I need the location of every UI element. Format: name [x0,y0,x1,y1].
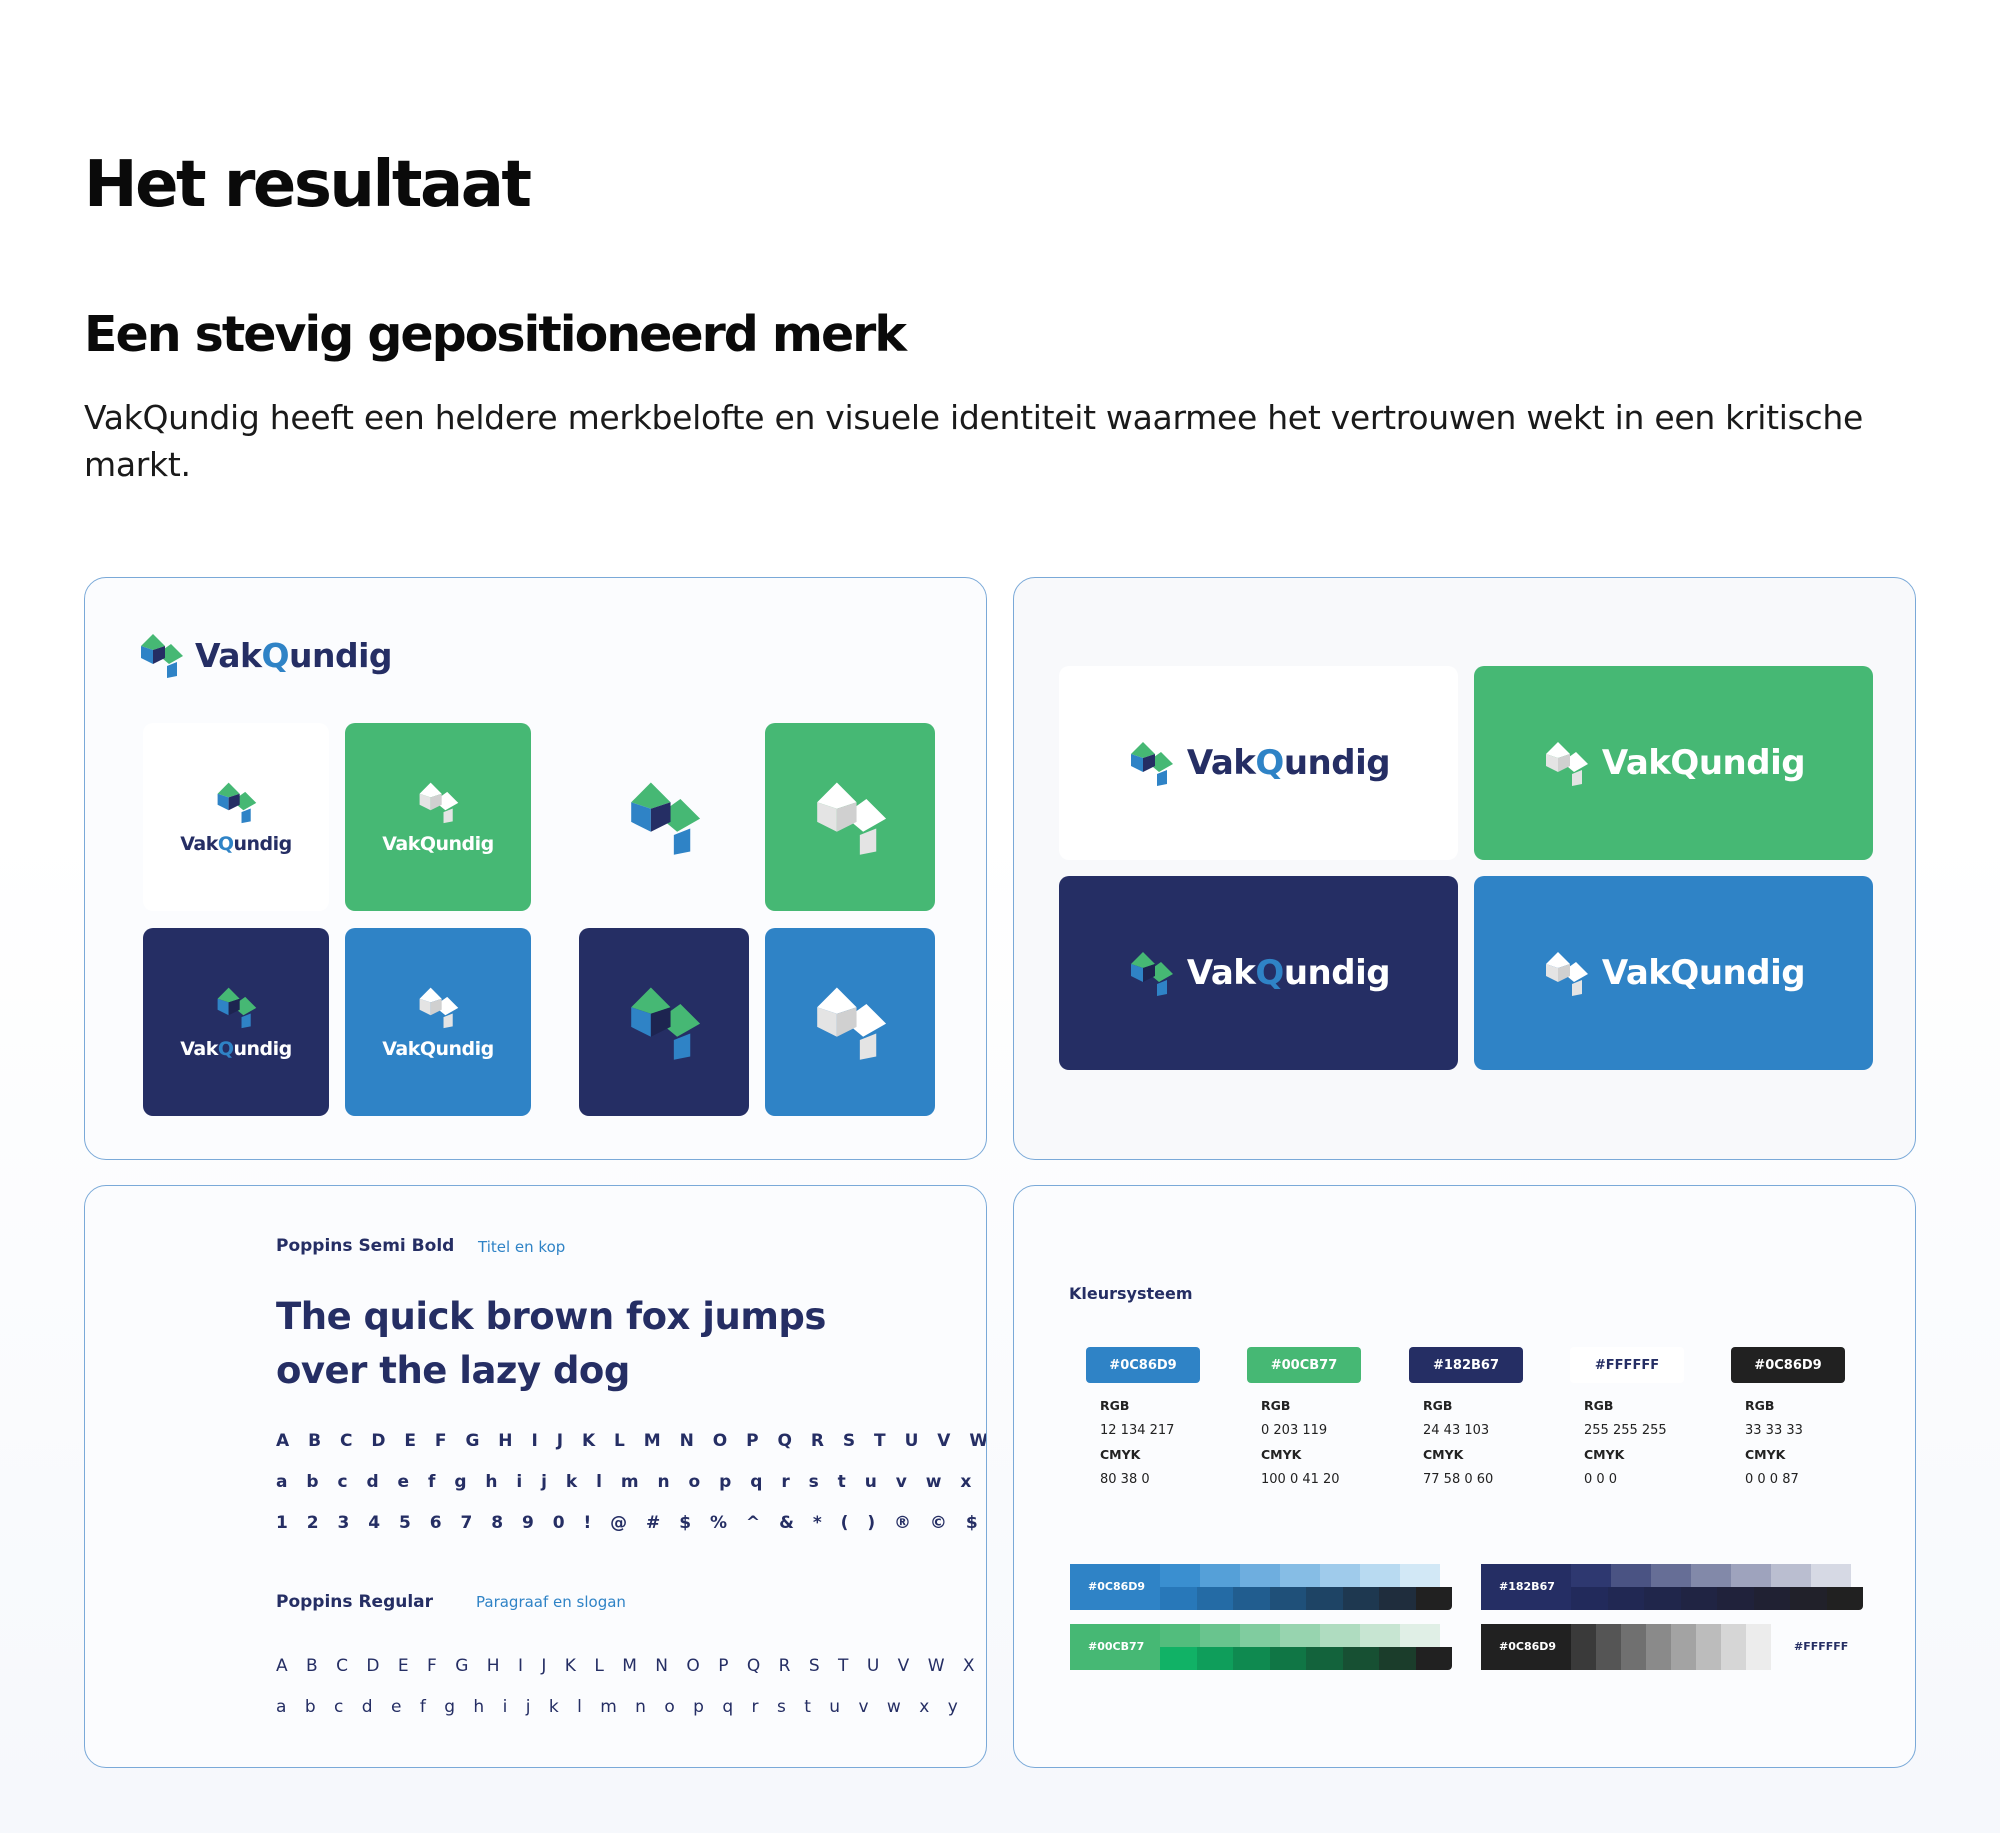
black-scale-label: #0C86D9 [1499,1640,1557,1653]
horizontal-logo-navy: VakQundig [1059,876,1458,1070]
logo-mark-icon [217,782,257,824]
blue-scale-label: #0C86D9 [1088,1580,1146,1593]
logo-mark-icon [1545,952,1588,996]
swatch-white: #FFFFFF [1570,1347,1684,1383]
primary-font-usage: Titel en kop [478,1238,566,1256]
logo-mark-icon [631,987,701,1060]
green-tint-scale [1070,1624,1452,1670]
logo-mark-icon [419,782,459,824]
stacked-logo-white: VakQundig [143,723,329,911]
horizontal-logo-blue: VakQundig [1474,876,1873,1070]
logo-mark-icon [1545,742,1588,786]
logo-mark-icon [1130,742,1173,786]
icon-tile-blue [765,928,935,1116]
secondary-font-usage: Paragraaf en slogan [476,1593,626,1611]
logo-mark-icon [631,782,701,855]
swatch-blue: #0C86D9 [1086,1347,1200,1383]
section-subtitle: Een stevig gepositioneerd merk [84,306,907,363]
logo-mark-icon [141,634,183,678]
green-scale-label: #00CB77 [1088,1640,1145,1653]
primary-font-name: Poppins Semi Bold [276,1236,455,1256]
logo-mark-icon [217,987,257,1029]
swatch-green: #00CB77 [1247,1347,1361,1383]
main-logo: VakQundig [137,630,393,680]
uppercase-glyphs-bold: A B C D E F G H I J K L M N O P Q R S T … [276,1431,987,1451]
logo-backgrounds-card: VakQundig VakQundig VakQundig VakQu [1013,577,1916,1160]
swatch-navy: #182B67 [1409,1347,1523,1383]
swatch-black: #0C86D9 [1731,1347,1845,1383]
logo-variations-card: VakQundig VakQundig VakQundig V [84,577,987,1160]
lowercase-glyphs-bold: a b c d e f g h i j k l m n o p q r s t … [276,1472,987,1492]
main-logo-wordmark: VakQundig [195,635,393,675]
logo-mark-icon [817,782,887,855]
icon-tile-white [579,723,749,911]
logo-mark-icon [1130,952,1173,996]
pangram: The quick brown fox jumps over the lazy … [276,1295,826,1392]
icon-tile-navy [579,928,749,1116]
logo-mark-icon [419,987,459,1029]
black-tint-scale [1481,1624,1771,1670]
navy-scale-label: #182B67 [1499,1580,1555,1593]
color-system-title: Kleursysteem [1069,1284,1193,1303]
logo-mark-icon [817,987,887,1060]
horizontal-logo-green: VakQundig [1474,666,1873,860]
icon-tile-green [765,723,935,911]
typography-card: Poppins Semi Bold Titel en kop The quick… [84,1185,987,1768]
symbol-glyphs-bold: 1 2 3 4 5 6 7 8 9 0 ! @ # $ % ^ & * ( ) … [276,1513,987,1533]
navy-tint-scale [1481,1564,1863,1610]
horizontal-logo-white: VakQundig [1059,666,1458,860]
intro-paragraph: VakQundig heeft een heldere merkbelofte … [84,398,1863,484]
uppercase-glyphs-regular: A B C D E F G H I J K L M N O P Q R S T … [276,1656,987,1676]
secondary-font-name: Poppins Regular [276,1592,434,1612]
lowercase-glyphs-regular: a b c d e f g h i j k l m n o p q r s t … [276,1697,965,1717]
stacked-logo-navy: VakQundig [143,928,329,1116]
stacked-logo-blue: VakQundig [345,928,531,1116]
stacked-logo-green: VakQundig [345,723,531,911]
blue-tint-scale [1070,1564,1452,1610]
white-scale-label: #FFFFFF [1794,1640,1849,1653]
page-title: Het resultaat [84,148,532,222]
